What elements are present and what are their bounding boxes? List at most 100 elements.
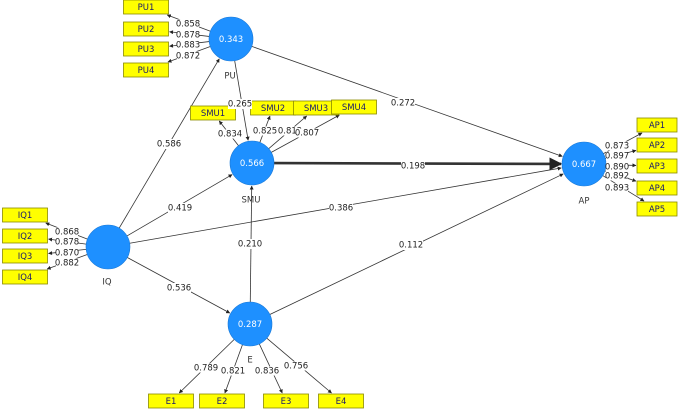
- latent-label-pu: PU: [224, 72, 235, 82]
- indicator-label-iq3: IQ3: [18, 252, 33, 262]
- loading-value-iq1: 0.868: [55, 228, 79, 238]
- path-coef-bg: [168, 203, 192, 213]
- path-coef-bg: [167, 283, 191, 293]
- indicator-label-iq4: IQ4: [18, 273, 33, 283]
- loading-value-smu2: 0.825: [253, 127, 277, 137]
- indicator-box-pu1[interactable]: [123, 0, 169, 15]
- indicator-label-pu4: PU4: [138, 66, 155, 76]
- r-squared-value-ap: 0.667: [572, 160, 596, 170]
- loading-value-smu1: 0.834: [218, 130, 242, 140]
- path-coef-bg: [228, 99, 252, 109]
- loading-bg: [56, 237, 78, 247]
- path-coefficient-label: 0.586: [157, 140, 181, 150]
- indicator-label-iq2: IQ2: [18, 232, 33, 242]
- indicator-label-ap4: AP4: [649, 184, 665, 194]
- loading-value-e4: 0.756: [284, 362, 308, 372]
- indicator-label-ap3: AP3: [649, 162, 665, 172]
- indicator-box-e2[interactable]: [199, 393, 245, 409]
- indicator-label-e1: E1: [166, 397, 177, 407]
- path-coef-bg: [329, 203, 353, 213]
- latent-node-e[interactable]: [227, 301, 273, 347]
- indicator-label-pu1: PU1: [138, 3, 155, 13]
- indicator-box-ap3[interactable]: [636, 158, 678, 174]
- latent-node-iq[interactable]: [85, 224, 131, 270]
- indicator-label-ap2: AP2: [649, 141, 665, 151]
- path-coefficient-label: 0.112: [399, 241, 423, 251]
- r-squared-value-e: 0.287: [238, 320, 262, 330]
- latent-node-pu[interactable]: [208, 16, 254, 62]
- loading-bg: [222, 366, 244, 376]
- loading-value-ap3: 0.890: [605, 163, 629, 173]
- indicator-box-iq2[interactable]: [2, 228, 48, 244]
- indicator-box-ap2[interactable]: [636, 137, 678, 153]
- path-coef-bg: [157, 139, 181, 149]
- indicator-box-ap1[interactable]: [636, 117, 678, 133]
- loading-value-iq2: 0.878: [55, 238, 79, 248]
- indicator-box-pu2[interactable]: [123, 21, 169, 37]
- loading-bg: [219, 129, 241, 139]
- path-coef-bg: [399, 240, 423, 250]
- indicator-box-e3[interactable]: [263, 393, 309, 409]
- loading-value-ap5: 0.893: [605, 184, 629, 194]
- loading-value-iq4: 0.882: [55, 259, 79, 269]
- loading-bg: [606, 151, 628, 161]
- indicator-box-iq1[interactable]: [2, 207, 48, 223]
- loading-value-e3: 0.836: [255, 367, 279, 377]
- latent-node-smu[interactable]: [229, 140, 275, 186]
- indicator-box-e4[interactable]: [318, 393, 364, 409]
- path-coef-bg: [238, 239, 262, 249]
- path-coef-bg: [401, 161, 425, 171]
- indicator-label-pu2: PU2: [138, 25, 155, 35]
- loading-bg: [606, 162, 628, 172]
- r-squared-value-smu: 0.566: [240, 159, 264, 169]
- loading-bg: [177, 40, 199, 50]
- indicator-box-e1[interactable]: [148, 393, 194, 409]
- indicator-box-smu4[interactable]: [331, 99, 377, 115]
- loading-bg: [177, 19, 199, 29]
- path-coefficient-label: 0.210: [238, 240, 262, 250]
- loading-bg: [606, 183, 628, 193]
- loading-bg: [279, 126, 301, 136]
- loading-value-pu3: 0.883: [176, 41, 200, 51]
- indicator-box-ap5[interactable]: [636, 201, 678, 217]
- indicator-box-smu1[interactable]: [190, 105, 236, 121]
- indicator-label-smu4: SMU4: [342, 103, 366, 113]
- loading-bg: [296, 128, 318, 138]
- indicator-label-e3: E3: [281, 397, 292, 407]
- indicator-label-ap1: AP1: [649, 121, 665, 131]
- indicator-label-ap5: AP5: [649, 205, 665, 215]
- indicator-box-pu3[interactable]: [123, 41, 169, 57]
- path-coefficient-label: 0.265: [228, 100, 252, 110]
- latent-label-smu: SMU: [242, 196, 261, 206]
- r-squared-value-pu: 0.343: [219, 35, 243, 45]
- indicator-label-smu1: SMU1: [201, 109, 225, 119]
- indicator-label-iq1: IQ1: [18, 211, 33, 221]
- indicator-label-smu2: SMU2: [261, 104, 285, 114]
- loading-bg: [254, 126, 276, 136]
- loading-bg: [56, 248, 78, 258]
- path-coefficient-label: 0.386: [329, 204, 353, 214]
- loading-bg: [606, 171, 628, 181]
- loading-value-pu4: 0.872: [176, 52, 200, 62]
- indicator-box-iq4[interactable]: [2, 269, 48, 285]
- indicator-box-pu4[interactable]: [123, 62, 169, 78]
- indicator-label-e4: E4: [336, 397, 347, 407]
- path-coefficient-label: 0.198: [401, 162, 425, 172]
- indicator-label-pu3: PU3: [138, 45, 155, 55]
- loading-value-e1: 0.789: [194, 364, 218, 374]
- loading-value-smu3: 0.812: [278, 127, 302, 137]
- loading-value-iq3: 0.870: [55, 249, 79, 259]
- loading-bg: [285, 361, 307, 371]
- indicator-box-iq3[interactable]: [2, 248, 48, 264]
- loading-value-e2: 0.821: [221, 367, 245, 377]
- path-coef-bg: [391, 98, 415, 108]
- loading-value-ap4: 0.892: [605, 172, 629, 182]
- latent-label-ap: AP: [579, 197, 590, 207]
- loading-value-smu4: 0.807: [295, 129, 319, 139]
- path-coefficient-label: 0.272: [391, 99, 415, 109]
- latent-label-iq: IQ: [102, 278, 112, 288]
- indicator-box-ap4[interactable]: [636, 180, 678, 196]
- loading-value-ap2: 0.897: [605, 152, 629, 162]
